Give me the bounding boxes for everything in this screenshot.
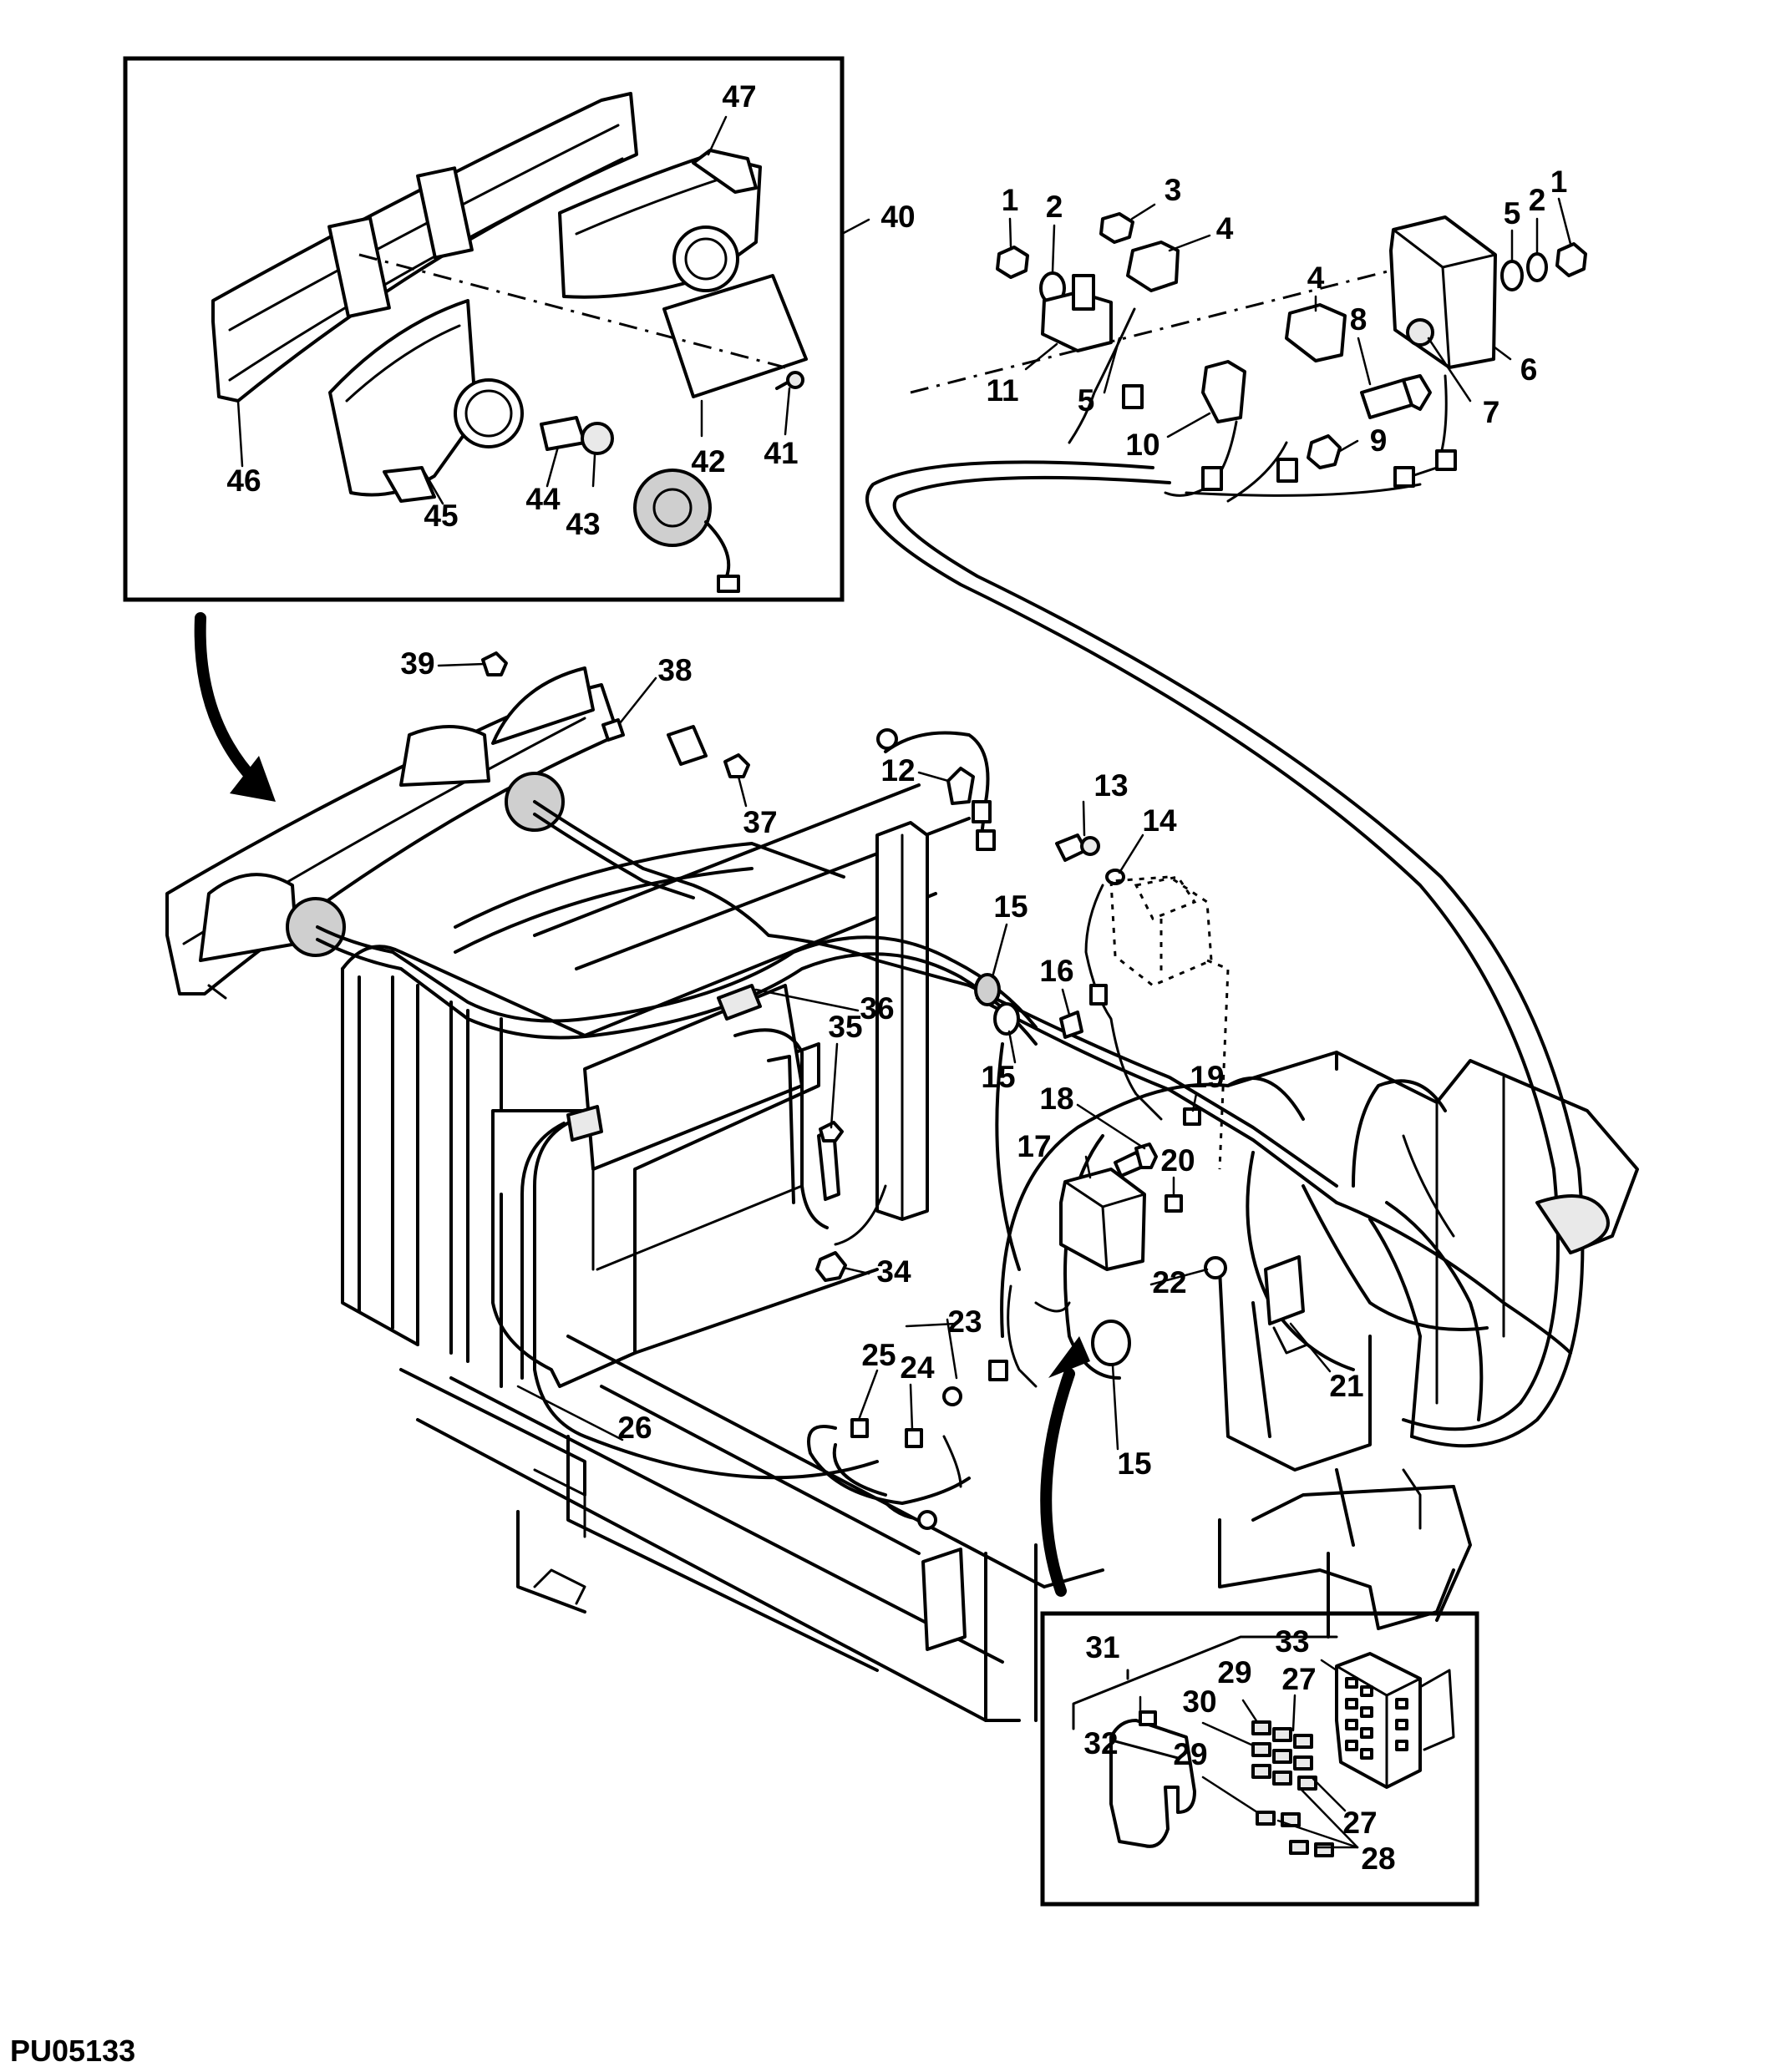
- main-harness-loop: [865, 460, 1585, 1448]
- callout-9: 9: [1370, 423, 1388, 458]
- callout-47: 47: [722, 79, 756, 114]
- callout-7: 7: [1483, 395, 1500, 429]
- chassis-components: [481, 651, 1309, 1448]
- callout-10: 10: [1125, 428, 1159, 462]
- fuse-inset-pointer-arrow: [1040, 1368, 1075, 1597]
- fuse-slots: [1345, 1677, 1408, 1760]
- callout-4-lower: 4: [1307, 261, 1325, 295]
- callout-15-middle: 15: [981, 1060, 1015, 1094]
- callout-43: 43: [566, 507, 600, 541]
- callout-11: 11: [986, 373, 1018, 408]
- fuse-28d: [1314, 1842, 1334, 1857]
- callout-44: 44: [525, 482, 561, 516]
- callout-15-lower: 15: [1117, 1446, 1151, 1481]
- figure-code: PU05133: [10, 2034, 135, 2068]
- headlight-detail-inset: [123, 56, 845, 602]
- callout-2-left: 2: [1046, 190, 1063, 224]
- callout-29-lower: 29: [1173, 1737, 1207, 1771]
- callout-29-upper: 29: [1217, 1655, 1251, 1690]
- callout-36: 36: [860, 991, 894, 1026]
- fuse-block-inset: [1040, 1611, 1479, 1907]
- headlight-inset-frame: [123, 56, 845, 602]
- callout-3: 3: [1165, 173, 1182, 207]
- fuse-28a: [1256, 1811, 1276, 1826]
- grommet-15a: [974, 973, 1001, 1006]
- callout-12: 12: [880, 753, 915, 788]
- bulb-44: [540, 416, 586, 451]
- screw-37: [723, 753, 750, 778]
- callout-32: 32: [1083, 1726, 1118, 1760]
- fuse-cover-32: [1109, 1719, 1196, 1848]
- callout-31: 31: [1085, 1630, 1119, 1664]
- callout-13: 13: [1094, 768, 1128, 803]
- nut-34: [815, 1251, 847, 1282]
- grommet-15c: [1091, 1320, 1131, 1366]
- fuse-28c: [1289, 1840, 1309, 1855]
- callout-27-upper: 27: [1281, 1662, 1316, 1696]
- callout-15-upper: 15: [993, 889, 1028, 924]
- inset-pointer-arrowhead: [230, 756, 276, 802]
- fuse-cluster: [1251, 1720, 1317, 1791]
- callout-28: 28: [1361, 1841, 1395, 1876]
- relay-4-lower: [1285, 303, 1347, 362]
- relay-4-upper: [1126, 241, 1180, 292]
- callout-26: 26: [617, 1411, 652, 1445]
- grommet-38: [601, 718, 625, 742]
- callout-labels: 47 46 45 44 43 42 41 40 1 2 3 4 5 2 1 4 …: [226, 79, 1567, 1876]
- callout-30: 30: [1182, 1684, 1216, 1719]
- callout-5-right: 5: [1504, 196, 1521, 231]
- callout-41: 41: [764, 436, 798, 470]
- fuse-inset-pointer-arrowhead: [1048, 1336, 1090, 1378]
- callout-6: 6: [1520, 352, 1538, 387]
- nut-39: [481, 651, 508, 676]
- leader-lines: [236, 115, 1572, 1849]
- grommet-12: [946, 767, 975, 805]
- callout-45: 45: [424, 499, 458, 533]
- connector-grommet: [633, 469, 712, 547]
- callout-42: 42: [691, 444, 725, 479]
- callout-14: 14: [1142, 803, 1177, 838]
- callout-40: 40: [880, 200, 915, 234]
- callout-27-lower: 27: [1342, 1806, 1377, 1840]
- callout-22: 22: [1152, 1265, 1186, 1299]
- callout-19: 19: [1190, 1060, 1224, 1094]
- callout-37: 37: [743, 805, 777, 839]
- fuse-inset-frame: [1040, 1611, 1479, 1907]
- callout-23: 23: [947, 1304, 982, 1339]
- socket-43: [581, 422, 614, 455]
- relay-10: [1201, 360, 1246, 423]
- callout-2-right: 2: [1529, 183, 1546, 217]
- callout-4-upper: 4: [1216, 211, 1234, 246]
- lens-plate-42: [662, 274, 808, 398]
- headlight-45: [328, 299, 478, 497]
- callout-25: 25: [861, 1338, 896, 1372]
- grommet-15b: [993, 1002, 1020, 1036]
- callout-17: 17: [1017, 1129, 1051, 1163]
- callout-16: 16: [1039, 954, 1073, 988]
- battery-clamp: [566, 1105, 603, 1142]
- callout-5-left: 5: [1078, 383, 1095, 418]
- callout-35: 35: [828, 1010, 862, 1044]
- callout-33: 33: [1275, 1624, 1309, 1659]
- connector-36: [717, 984, 762, 1021]
- callout-8: 8: [1350, 302, 1368, 337]
- callout-20: 20: [1160, 1143, 1195, 1178]
- callout-21: 21: [1329, 1369, 1363, 1403]
- relay-cluster: [910, 212, 1587, 503]
- callout-38: 38: [657, 653, 692, 687]
- callout-1-left: 1: [1002, 183, 1019, 217]
- inset-pointer-arrow: [194, 612, 261, 787]
- callout-18: 18: [1039, 1082, 1073, 1116]
- callout-39: 39: [400, 646, 434, 681]
- callout-34: 34: [876, 1254, 911, 1289]
- callout-24: 24: [900, 1350, 935, 1385]
- callout-1-right: 1: [1550, 165, 1568, 199]
- callout-46: 46: [226, 464, 261, 498]
- chassis-frame: [165, 666, 1639, 1722]
